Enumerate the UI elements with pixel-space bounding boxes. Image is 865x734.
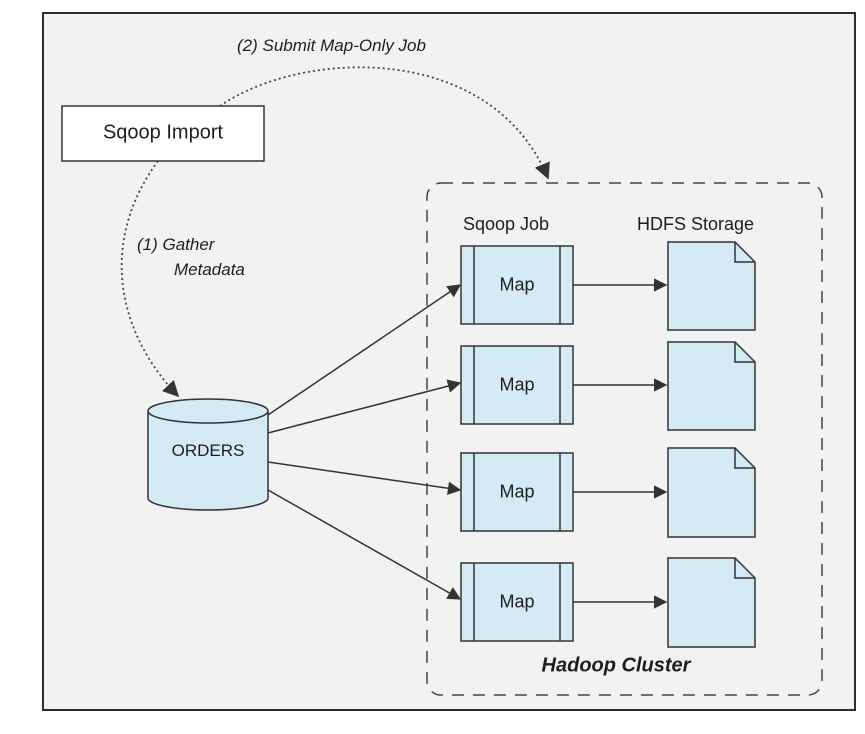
- gather-metadata-dotted-arrow: [120, 160, 180, 398]
- sqoop-import-label: Sqoop Import: [102, 121, 224, 144]
- gather-metadata-step-label-line2: Metadata: [174, 260, 245, 279]
- map-task-2-label: Map: [499, 374, 535, 395]
- map-task-1-box: [460, 245, 574, 325]
- map-task-4-label: Map: [499, 591, 535, 612]
- hdfs-file-1-icon: [667, 241, 756, 331]
- map-task-4-box: [460, 562, 574, 642]
- orders-database-cylinder: [147, 398, 269, 511]
- orders-database-label: ORDERS: [171, 441, 245, 460]
- hadoop-cluster-label: Hadoop Cluster: [541, 654, 691, 677]
- submit-job-step-label: (2) Submit Map-Only Job: [237, 36, 426, 55]
- map-task-1-label: Map: [499, 274, 535, 295]
- orders-to-map-1-arrow: [267, 284, 462, 416]
- orders-to-map-3-arrow: [267, 461, 462, 495]
- orders-to-map-2-arrow: [267, 379, 462, 434]
- map-task-3-label: Map: [499, 481, 535, 502]
- hdfs-storage-column-header: HDFS Storage: [637, 214, 755, 234]
- hdfs-file-3-icon: [667, 447, 756, 538]
- hdfs-file-4-icon: [667, 557, 756, 648]
- gather-metadata-step-label-line1: (1) Gather: [137, 235, 215, 254]
- hadoop-cluster-boundary: [426, 182, 823, 696]
- sqoop-job-column-header: Sqoop Job: [463, 214, 550, 234]
- map-task-2-box: [460, 345, 574, 425]
- map-task-3-box: [460, 452, 574, 532]
- hdfs-file-2-icon: [667, 341, 756, 431]
- sqoop-import-box: [61, 105, 265, 162]
- orders-to-map-4-arrow: [267, 489, 462, 600]
